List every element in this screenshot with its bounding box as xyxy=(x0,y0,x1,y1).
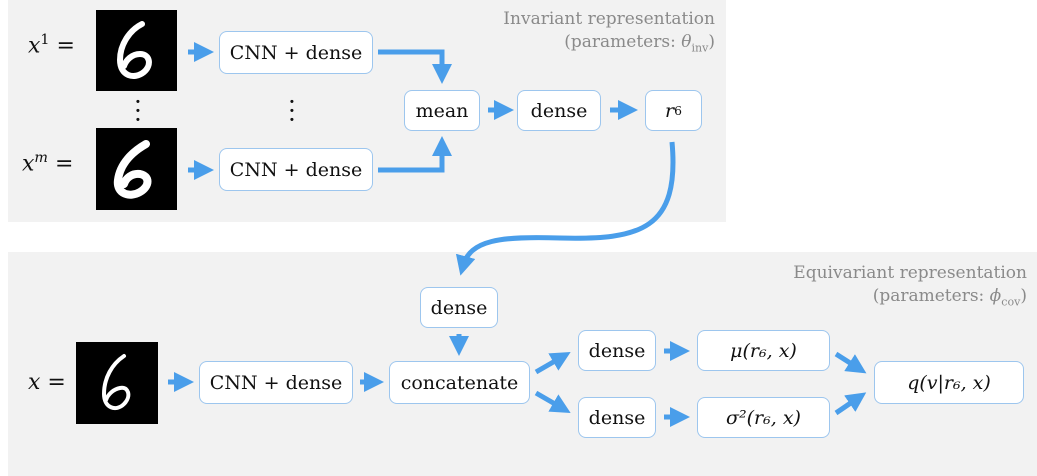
cnn-dense-box-equivariant: CNN + dense xyxy=(199,361,353,404)
sigma-box: σ²(r₆, x) xyxy=(697,397,830,438)
equivariant-caption-params: (parameters: ϕcov) xyxy=(872,286,1027,309)
mu-box: μ(r₆, x) xyxy=(697,330,830,371)
arrow-concat-to-dense-mu xyxy=(534,352,571,375)
digit-6-glyph xyxy=(113,140,152,199)
digit-image-x1 xyxy=(96,10,177,91)
arrow-cnn-top-to-mean xyxy=(378,49,452,84)
input-x-label: x = xyxy=(28,370,66,395)
mean-box: mean xyxy=(404,90,480,131)
invariant-caption-params: (parameters: θinv) xyxy=(564,32,715,55)
dense-box-mu: dense xyxy=(578,330,656,371)
concatenate-box: concatenate xyxy=(389,361,530,404)
vdots-cnn: ··· xyxy=(288,88,296,134)
input-x1-label: x1 = xyxy=(28,32,75,59)
digit-6-glyph xyxy=(101,354,131,411)
cnn-dense-box-top: CNN + dense xyxy=(219,31,373,74)
arrow-concat-to-dense-sigma xyxy=(534,390,571,413)
invariant-caption-title: Invariant representation xyxy=(503,9,715,29)
invariant-caption: Invariant representation (parameters: θi… xyxy=(503,8,715,59)
dense-box-invariant: dense xyxy=(517,90,601,131)
input-xm-label: xm = xyxy=(22,150,74,177)
digit-image-x xyxy=(76,342,158,424)
cnn-dense-box-bottom: CNN + dense xyxy=(219,148,373,191)
equivariant-caption: Equivariant representation (parameters: … xyxy=(793,262,1027,313)
arrow-sigma-to-q xyxy=(834,392,867,416)
equivariant-caption-title: Equivariant representation xyxy=(793,263,1027,283)
dense-box-r6: dense xyxy=(420,287,498,328)
dense-box-sigma: dense xyxy=(578,397,656,438)
arrow-cnn-bottom-to-mean xyxy=(378,136,452,173)
digit-6-glyph xyxy=(116,21,152,79)
q-box: q(v|r₆, x) xyxy=(874,361,1024,404)
digit-image-xm xyxy=(96,128,177,210)
arrow-r6-to-dense-equivariant xyxy=(455,141,676,276)
arrow-mu-to-q xyxy=(834,351,867,374)
vdots-images: ··· xyxy=(134,88,142,134)
